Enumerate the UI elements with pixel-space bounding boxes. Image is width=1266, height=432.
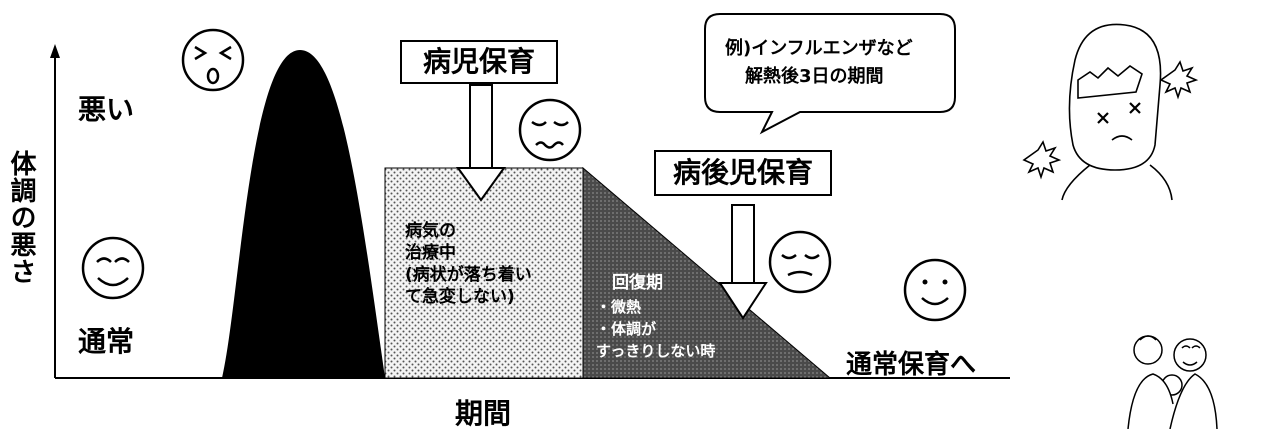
shocked-face-icon (181, 28, 245, 92)
recovery-phase-line-3: ・体調が (596, 320, 657, 338)
recovery-phase-line-1: 回復期 (612, 273, 663, 293)
post-sick-care-arrow (718, 204, 768, 320)
recovery-phase-line-2: ・微熱 (596, 298, 642, 316)
smiling-face-icon (81, 236, 145, 300)
recovery-triangle (582, 166, 832, 379)
acute-peak (222, 50, 385, 378)
callout-bubble (704, 13, 956, 135)
y-axis-bottom-label: 通常 (78, 325, 135, 358)
y-axis-top-label: 悪い (78, 93, 135, 126)
post-sick-care-label: 病後児保育 (654, 150, 832, 196)
sick-phase-line-2: 治療中 (405, 243, 456, 263)
sick-care-arrow (456, 84, 506, 202)
recovery-phase-line-4: すっきりしない時 (596, 342, 716, 360)
sick-care-block (384, 167, 584, 379)
worried-face-icon (518, 98, 582, 162)
callout-line-1: 例)インフルエンザなど (725, 38, 913, 59)
normal-care-label: 通常保育へ (846, 350, 977, 380)
y-axis-arrow (50, 44, 60, 58)
sick-phase-line-1: 病気の (405, 221, 456, 241)
y-axis-title: 体調の悪さ (6, 150, 36, 285)
callout-line-2: 解熱後3日の期間 (745, 66, 884, 87)
doctor-family-illustration (1127, 335, 1218, 429)
sick-child-illustration (1022, 23, 1199, 201)
happy-face-icon (903, 258, 967, 322)
sick-phase-line-3: (病状が落ち着い (405, 265, 532, 285)
sick-care-label: 病児保育 (400, 40, 558, 84)
sleepy-face-icon (768, 230, 832, 294)
x-axis-title: 期間 (455, 397, 512, 430)
sick-phase-line-4: て急変しない) (405, 287, 515, 307)
